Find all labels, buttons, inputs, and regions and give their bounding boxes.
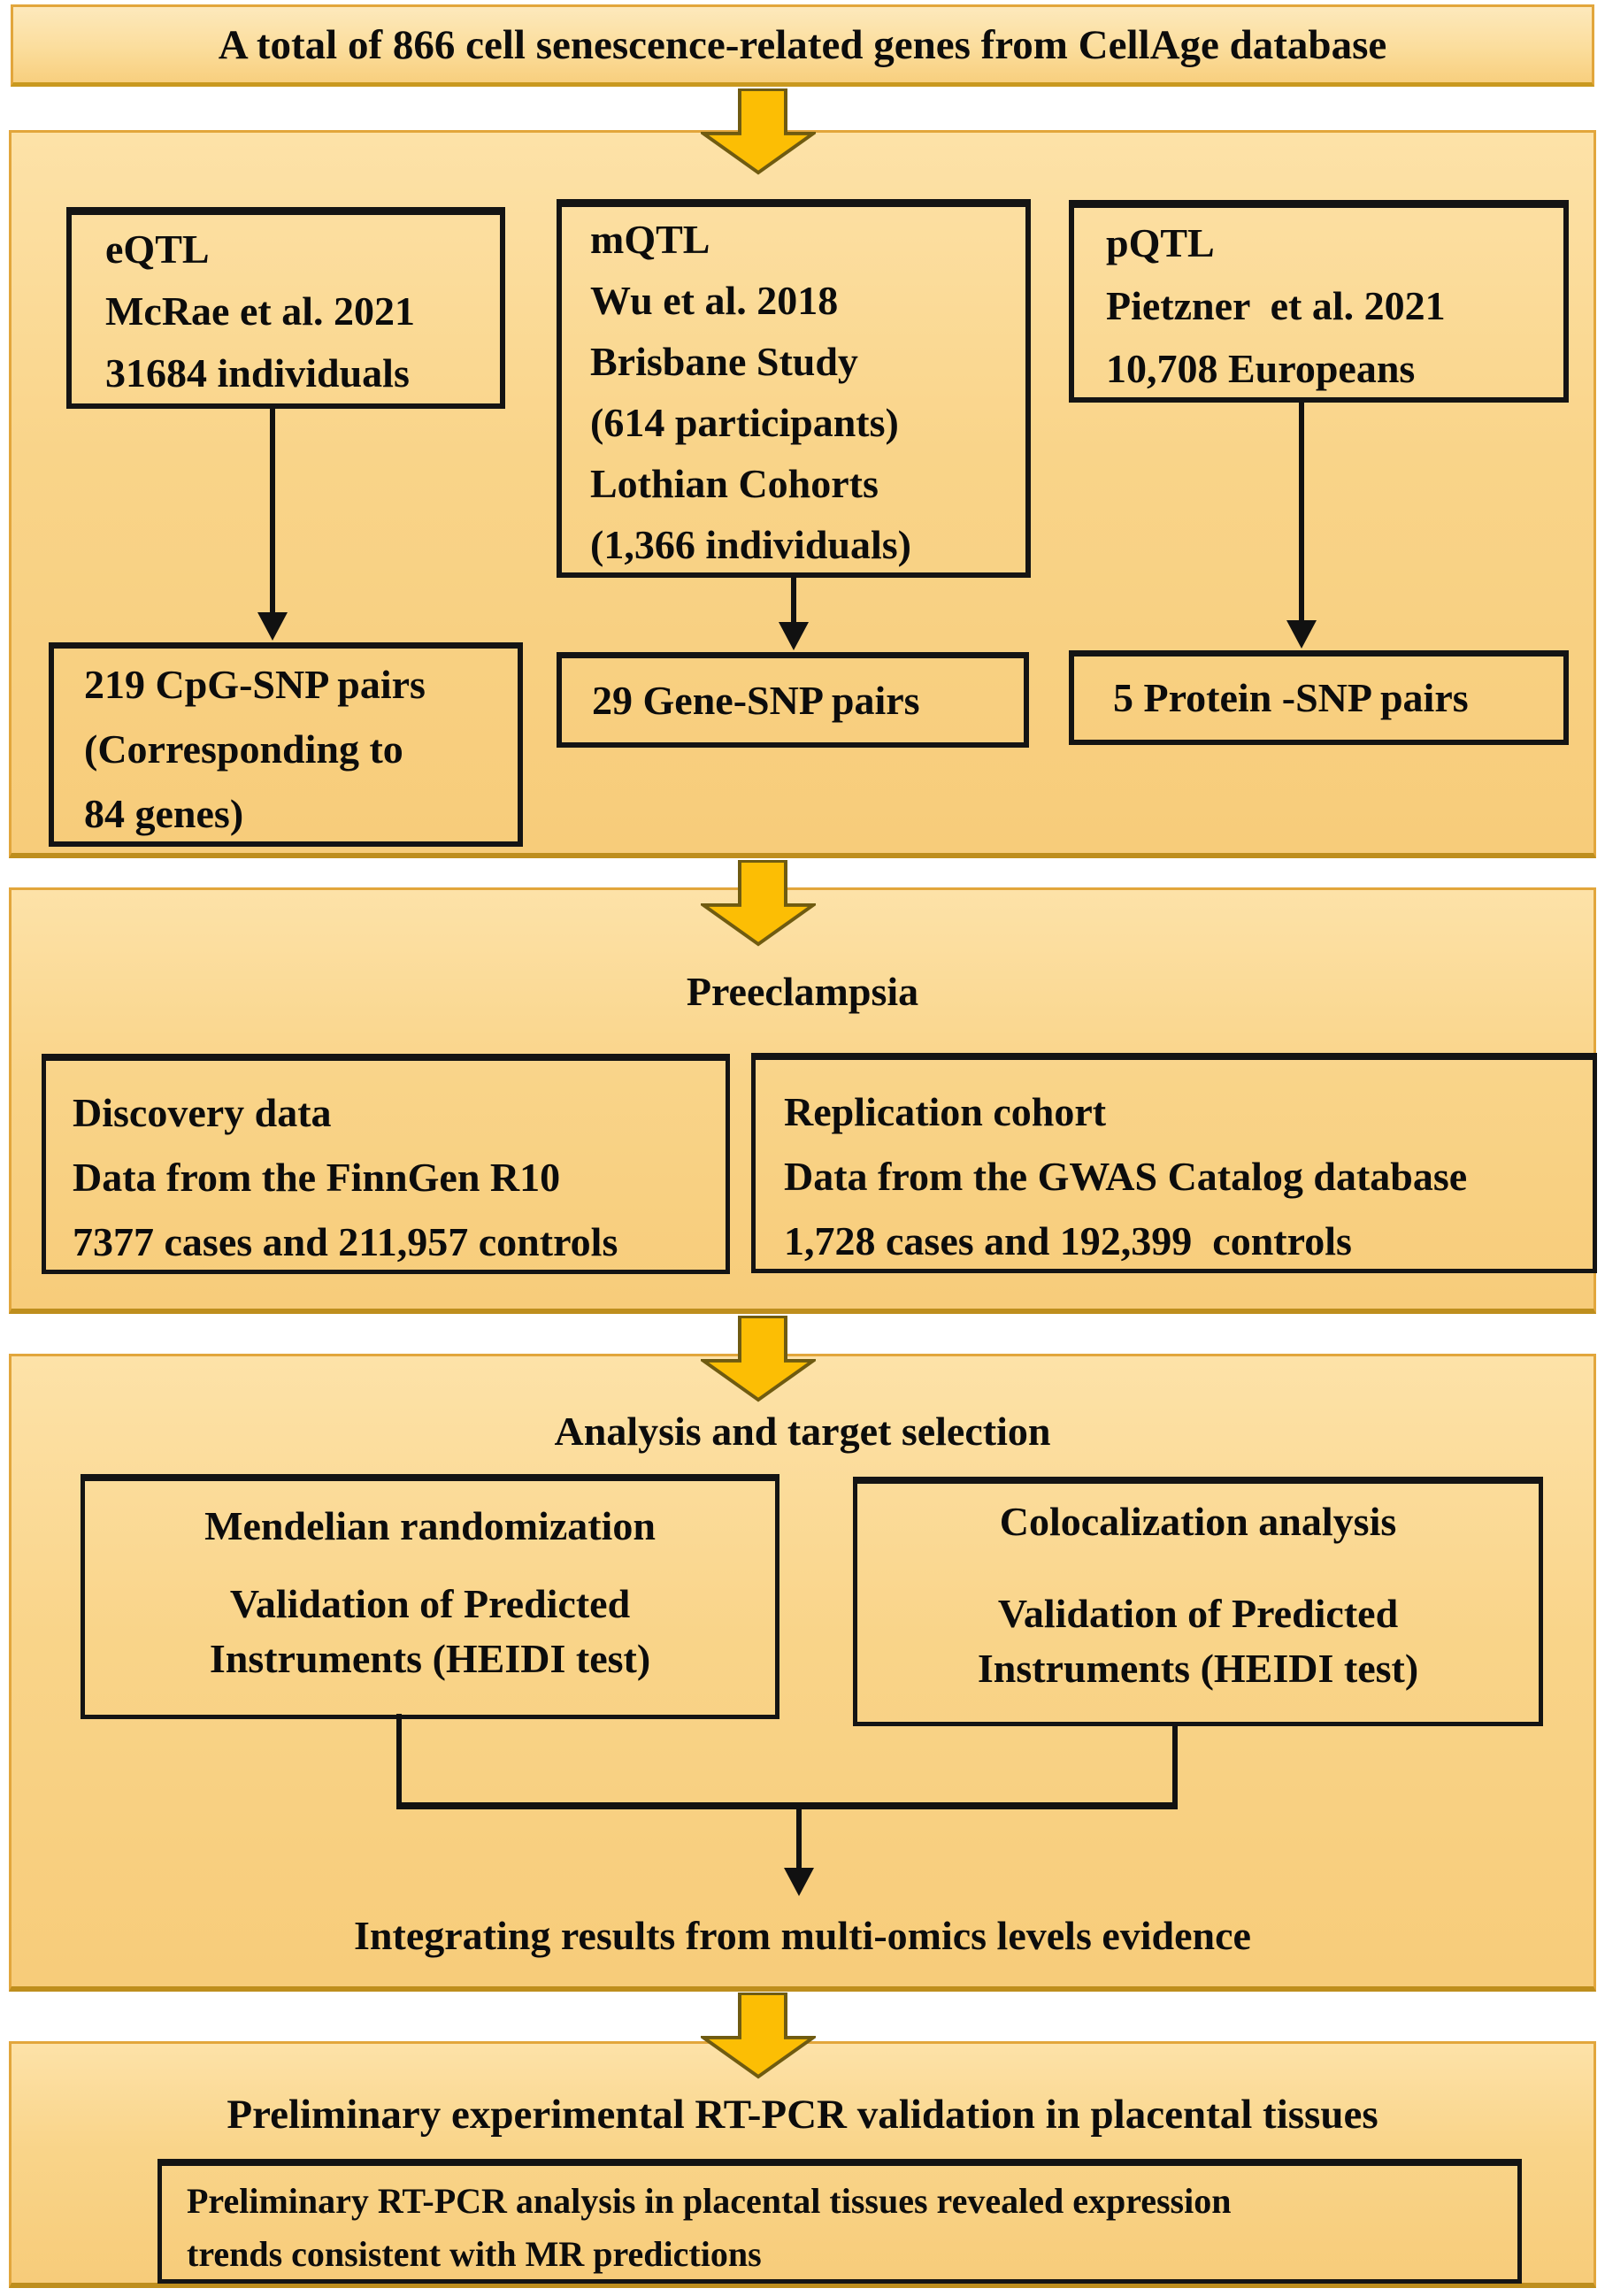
- down-arrow-icon: [701, 860, 816, 947]
- replication-line: 1,728 cases and 192,399 controls: [784, 1218, 1352, 1263]
- mendelian-randomization-box: Mendelian randomization Validation of Pr…: [81, 1474, 779, 1719]
- flow-arrow-shaft: [796, 1808, 802, 1871]
- cpg-snp-pairs-box: 219 CpG-SNP pairs (Corresponding to 84 g…: [49, 642, 523, 847]
- flow-arrow-shaft: [270, 409, 275, 616]
- eqtl-line: McRae et al. 2021: [105, 288, 415, 334]
- flow-arrow-head: [784, 1868, 814, 1896]
- pqtl-line: Pietzner et al. 2021: [1106, 283, 1446, 328]
- flow-arrow-head: [1286, 620, 1317, 649]
- replication-cohort-box: Replication cohort Data from the GWAS Ca…: [751, 1053, 1597, 1273]
- discovery-line: Data from the FinnGen R10: [73, 1155, 561, 1200]
- flow-arrow-mqtl: [776, 578, 811, 650]
- mr-branch-line: [396, 1714, 402, 1808]
- rtpcr-result-line: Preliminary RT-PCR analysis in placental…: [187, 2181, 1232, 2221]
- flow-arrow-head: [779, 622, 809, 650]
- gene-snp-pairs-text: 29 Gene-SNP pairs: [592, 677, 920, 723]
- coloc-branch-line: [1172, 1726, 1178, 1808]
- mr-validation-line: Instruments (HEIDI test): [209, 1636, 651, 1681]
- coloc-title: Colocalization analysis: [999, 1499, 1397, 1544]
- preeclampsia-panel: Preeclampsia Discovery data Data from th…: [9, 887, 1597, 1314]
- coloc-validation-line: Instruments (HEIDI test): [977, 1646, 1419, 1691]
- flow-arrow-head: [257, 612, 288, 641]
- flow-arrow-eqtl: [255, 409, 290, 641]
- mr-title: Mendelian randomization: [204, 1503, 656, 1548]
- analysis-title: Analysis and target selection: [554, 1409, 1051, 1454]
- colocalization-box: Colocalization analysis Validation of Pr…: [853, 1477, 1543, 1726]
- mr-validation-line: Validation of Predicted: [229, 1581, 631, 1626]
- pqtl-box: pQTL Pietzner et al. 2021 10,708 Europea…: [1069, 200, 1569, 403]
- mqtl-line: (614 participants): [590, 400, 899, 445]
- discovery-line: Discovery data: [73, 1090, 332, 1135]
- protein-snp-pairs-box: 5 Protein -SNP pairs: [1069, 650, 1569, 745]
- cellage-banner-text: A total of 866 cell senescence-related g…: [218, 21, 1387, 68]
- flow-arrow-integration: [781, 1808, 817, 1896]
- analysis-panel: Analysis and target selection Mendelian …: [9, 1354, 1596, 1992]
- down-arrow-icon: [701, 88, 816, 175]
- qtl-panel: eQTL McRae et al. 2021 31684 individuals…: [9, 130, 1596, 858]
- discovery-data-box: Discovery data Data from the FinnGen R10…: [42, 1054, 730, 1274]
- cpg-snp-line: (Corresponding to: [84, 726, 403, 772]
- preeclampsia-title: Preeclampsia: [686, 969, 919, 1014]
- flow-arrow-pqtl: [1284, 403, 1319, 649]
- protein-snp-pairs-text: 5 Protein -SNP pairs: [1113, 675, 1469, 720]
- eqtl-line: 31684 individuals: [105, 350, 410, 395]
- cpg-snp-line: 219 CpG-SNP pairs: [84, 662, 426, 707]
- integration-text: Integrating results from multi-omics lev…: [354, 1913, 1251, 1958]
- cpg-snp-line: 84 genes): [84, 791, 244, 836]
- cellage-banner: A total of 866 cell senescence-related g…: [11, 4, 1594, 87]
- replication-line: Replication cohort: [784, 1089, 1107, 1134]
- rtpcr-result-line: trends consistent with MR predictions: [187, 2234, 762, 2274]
- replication-line: Data from the GWAS Catalog database: [784, 1154, 1468, 1199]
- validation-panel: Preliminary experimental RT-PCR validati…: [9, 2041, 1596, 2288]
- mqtl-line: Wu et al. 2018: [590, 278, 839, 323]
- flow-arrow-shaft: [1299, 403, 1304, 624]
- mqtl-line: mQTL: [590, 217, 710, 262]
- down-arrow-icon: [701, 1316, 816, 1402]
- flow-arrow-shaft: [791, 578, 796, 626]
- mqtl-line: Lothian Cohorts: [590, 461, 879, 506]
- mqtl-box: mQTL Wu et al. 2018 Brisbane Study (614 …: [557, 199, 1031, 578]
- mqtl-line: Brisbane Study: [590, 339, 858, 384]
- pqtl-line: 10,708 Europeans: [1106, 346, 1416, 391]
- coloc-validation-line: Validation of Predicted: [997, 1591, 1399, 1636]
- eqtl-line: eQTL: [105, 227, 210, 272]
- gene-snp-pairs-box: 29 Gene-SNP pairs: [557, 652, 1029, 748]
- eqtl-box: eQTL McRae et al. 2021 31684 individuals: [66, 207, 505, 409]
- mqtl-line: (1,366 individuals): [590, 522, 911, 567]
- down-arrow-icon: [701, 1993, 816, 2079]
- merge-horizontal-line: [396, 1802, 1178, 1809]
- pqtl-line: pQTL: [1106, 220, 1215, 265]
- discovery-line: 7377 cases and 211,957 controls: [73, 1219, 618, 1264]
- rtpcr-result-box: Preliminary RT-PCR analysis in placental…: [157, 2159, 1522, 2284]
- validation-title: Preliminary experimental RT-PCR validati…: [227, 2092, 1378, 2138]
